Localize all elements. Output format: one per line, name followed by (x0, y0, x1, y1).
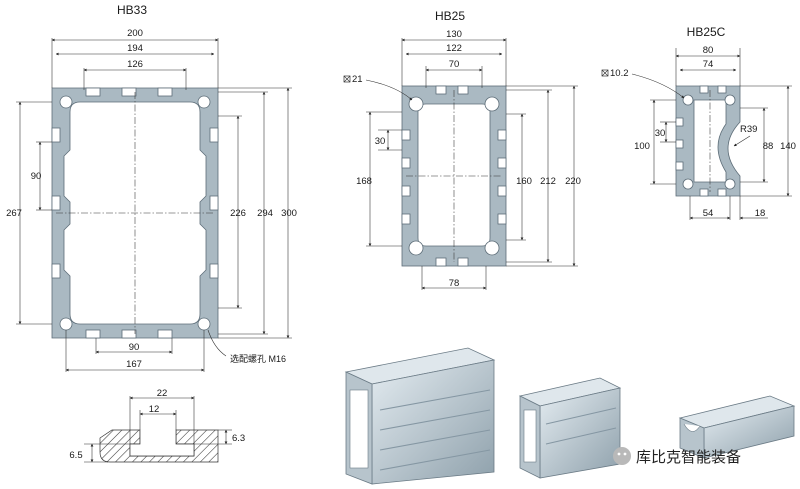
hb25c-title: HB25C (687, 25, 726, 39)
hb25-title: HB25 (435, 9, 465, 23)
hb33-dim-300: 300 (281, 208, 297, 219)
hb33-dim-126: 126 (127, 59, 143, 70)
hb25-dim-168: 168 (356, 176, 372, 187)
hb25-dim-130: 130 (446, 29, 462, 40)
hb33-dim-90-bottom: 90 (129, 342, 140, 353)
hb25-corner-hole (408, 240, 424, 256)
hb33-dim-294: 294 (257, 208, 273, 219)
hb25-corner-hole (408, 96, 424, 112)
hb33-dim-194: 194 (127, 43, 143, 54)
hb25c-dim-80: 80 (703, 45, 714, 56)
hb25-drawing: HB25 130 122 (343, 9, 581, 290)
render-hb25 (518, 377, 622, 479)
hb33-thread-note: 选配螺孔 M16 (230, 353, 286, 364)
watermark: 库比克智能装备 (613, 447, 741, 466)
hb25-corner-hole (484, 96, 500, 112)
hb25-corner-hole (484, 240, 500, 256)
hb25c-slots (675, 85, 727, 197)
render-hb33 (344, 347, 496, 485)
hb25-dim-220: 220 (565, 176, 581, 187)
wechat-icon (613, 447, 631, 465)
hb33-dim-226: 226 (230, 208, 246, 219)
hb33-corner-hole (59, 317, 73, 331)
hb33-dim-267: 267 (6, 208, 22, 219)
hb25-dim-160: 160 (516, 176, 532, 187)
hb25c-dim-140: 140 (780, 141, 796, 152)
hb33-title: HB33 (117, 3, 147, 17)
hb25-dim-122: 122 (446, 43, 462, 54)
hb25-dim-21: 21 (352, 74, 363, 85)
hb33-corner-hole (197, 95, 211, 109)
hb25c-dim-18: 18 (755, 208, 766, 219)
hb33-dim-200: 200 (127, 28, 143, 39)
hb25-dim-212: 212 (540, 176, 556, 187)
hb33-dim-90-left: 90 (31, 171, 42, 182)
slot-dim-22: 22 (157, 388, 168, 399)
hb25-slots (401, 85, 507, 267)
hb25c-dim-74: 74 (703, 59, 714, 70)
hb25-dim-78: 78 (449, 278, 460, 289)
hb25-square-symbol (343, 75, 351, 83)
slot-dim-6-5: 6.5 (69, 450, 82, 461)
hb25c-dim-88: 88 (763, 141, 774, 152)
hb33-top-slots (51, 87, 219, 339)
slot-dim-6-3: 6.3 (232, 433, 245, 444)
hb33-corner-hole (197, 317, 211, 331)
hb33-corner-hole (59, 95, 73, 109)
slot-dim-12: 12 (149, 404, 160, 415)
hb33-drawing: HB33 200 (6, 3, 297, 372)
hb25c-drawing: HB25C 80 74 10.2 (601, 25, 796, 220)
hb33-dim-167: 167 (126, 359, 142, 370)
hb25c-dim-100: 100 (634, 141, 650, 152)
watermark-text: 库比克智能装备 (636, 448, 741, 466)
hb25c-dim-54: 54 (703, 208, 714, 219)
hb25c-radius-r39: R39 (740, 124, 757, 135)
hb25c-dim-30: 30 (655, 128, 666, 139)
slot-detail: 22 12 6.5 6.3 (69, 388, 245, 463)
hb25c-dim-10-2: 10.2 (610, 68, 629, 79)
hb25-dim-70: 70 (449, 59, 460, 70)
hb25-dim-30: 30 (375, 136, 386, 147)
render-hb25c (678, 395, 796, 459)
